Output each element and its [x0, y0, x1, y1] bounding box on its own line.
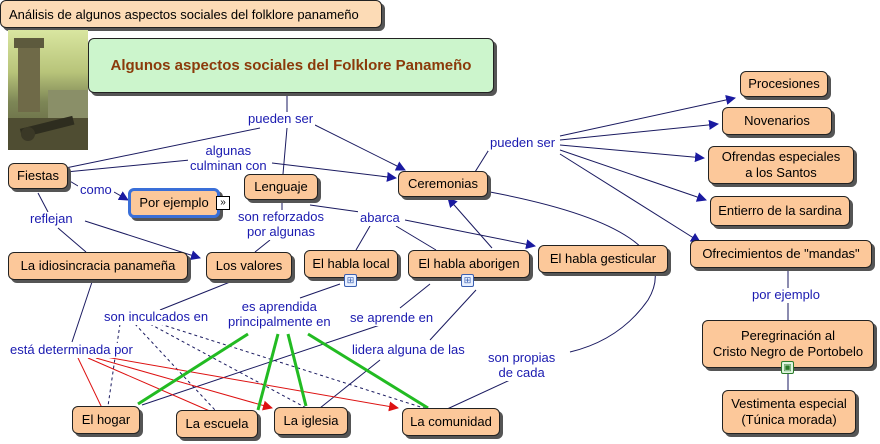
node-lenguaje[interactable]: Lenguaje: [244, 174, 318, 200]
node-escuela[interactable]: La escuela: [176, 410, 258, 438]
link-se-aprende: se aprende en: [348, 310, 436, 326]
link-abarca: abarca: [358, 210, 402, 226]
link-aprendida: es aprendida principalmente en: [226, 299, 333, 330]
node-comunidad[interactable]: La comunidad: [402, 408, 500, 436]
node-fiestas[interactable]: Fiestas: [8, 163, 68, 189]
link-reforzados: son reforzados por algunas: [236, 209, 326, 240]
node-por-ejemplo[interactable]: Por ejemplo: [128, 188, 220, 218]
link-algunas-culminan: algunas culminan con: [188, 143, 269, 174]
fortress-cannon-photo: [8, 30, 88, 150]
link-determinada: está determinada por: [8, 342, 135, 358]
link-como: como: [78, 182, 114, 198]
link-inculcados: son inculcados en: [102, 309, 211, 325]
link-pueden-ser-ceremonias: pueden ser: [488, 135, 558, 151]
node-novenarios[interactable]: Novenarios: [722, 107, 832, 135]
link-pueden-ser-top: pueden ser: [246, 111, 316, 127]
main-title: Algunos aspectos sociales del Folklore P…: [88, 38, 494, 93]
node-habla-gesticular[interactable]: El habla gesticular: [538, 245, 668, 273]
node-procesiones[interactable]: Procesiones: [740, 71, 828, 97]
link-propias: son propias de cada: [486, 350, 558, 381]
node-ofrecimientos[interactable]: Ofrecimientos de "mandas": [690, 240, 872, 268]
node-ceremonias[interactable]: Ceremonias: [398, 171, 488, 197]
double-chevron-icon[interactable]: »: [216, 196, 230, 210]
node-ofrendas[interactable]: Ofrendas especiales a los Santos: [708, 146, 854, 184]
node-habla-local[interactable]: El habla local: [304, 250, 398, 278]
node-entierro[interactable]: Entierro de la sardina: [710, 196, 850, 226]
node-iglesia[interactable]: La iglesia: [274, 407, 348, 435]
link-reflejan: reflejan: [28, 211, 75, 227]
submap-icon[interactable]: ⊞: [344, 274, 357, 287]
node-vestimenta[interactable]: Vestimenta especial (Túnica morada): [722, 390, 856, 434]
node-hogar[interactable]: El hogar: [72, 406, 140, 434]
link-lidera: lidera alguna de las: [350, 342, 467, 358]
submap-icon[interactable]: ⊞: [461, 274, 474, 287]
node-valores[interactable]: Los valores: [206, 252, 292, 280]
window-title: Análisis de algunos aspectos sociales de…: [0, 0, 382, 28]
node-habla-aborigen[interactable]: El habla aborigen: [408, 250, 530, 278]
image-icon[interactable]: ▣: [781, 361, 794, 374]
node-idiosincracia[interactable]: La idiosincracia panameña: [8, 252, 188, 280]
link-por-ejemplo: por ejemplo: [750, 287, 822, 303]
